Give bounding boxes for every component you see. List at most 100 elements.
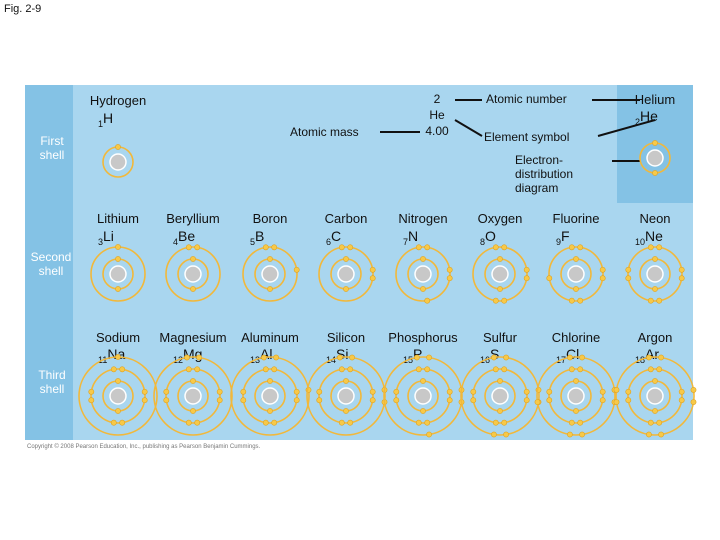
electron	[524, 398, 529, 403]
electron	[89, 389, 94, 394]
element-sulfur-atom-diagram	[461, 355, 541, 437]
nucleus	[262, 266, 278, 282]
electron	[502, 245, 507, 250]
electron	[578, 367, 583, 372]
nucleus	[185, 266, 201, 282]
electron	[425, 367, 430, 372]
electron	[337, 355, 342, 360]
electron	[115, 256, 120, 261]
electron	[600, 276, 605, 281]
nucleus	[647, 150, 663, 166]
electron	[267, 256, 272, 261]
electron	[190, 408, 195, 413]
electron	[646, 432, 651, 437]
electron	[652, 286, 657, 291]
electron	[142, 389, 147, 394]
electron	[317, 389, 322, 394]
electron	[652, 256, 657, 261]
electron	[600, 398, 605, 403]
electron	[573, 408, 578, 413]
electron	[573, 378, 578, 383]
element-phosphorus-atom-diagram	[384, 355, 464, 437]
electron	[184, 355, 189, 360]
nucleus	[568, 388, 584, 404]
electron	[567, 432, 572, 437]
electron	[115, 244, 120, 249]
electron	[272, 245, 277, 250]
electron	[493, 298, 498, 303]
electron	[370, 398, 375, 403]
electron	[648, 367, 653, 372]
electron	[646, 355, 651, 360]
electron	[573, 286, 578, 291]
electron	[547, 389, 552, 394]
electron	[497, 286, 502, 291]
electron	[691, 387, 696, 392]
electron	[115, 354, 120, 359]
electron	[497, 408, 502, 413]
electron	[339, 367, 344, 372]
electron	[648, 420, 653, 425]
electron	[241, 398, 246, 403]
element-hydrogen-atom-diagram	[103, 144, 133, 177]
electron	[580, 355, 585, 360]
electron	[502, 420, 507, 425]
electron	[343, 378, 348, 383]
electron	[573, 256, 578, 261]
nucleus	[568, 266, 584, 282]
element-sodium-atom-diagram	[79, 354, 157, 435]
element-beryllium-atom-diagram	[166, 245, 220, 301]
electron	[420, 256, 425, 261]
element-argon-atom-diagram	[614, 355, 696, 437]
element-boron-atom-diagram	[243, 245, 299, 301]
electron	[502, 298, 507, 303]
electron	[427, 432, 432, 437]
electron	[524, 276, 529, 281]
electron	[263, 245, 268, 250]
nucleus	[110, 154, 126, 170]
electron	[504, 355, 509, 360]
electron	[89, 398, 94, 403]
electron	[294, 389, 299, 394]
electron	[504, 432, 509, 437]
nucleus	[492, 388, 508, 404]
electron	[142, 398, 147, 403]
electron	[420, 286, 425, 291]
electron	[535, 400, 540, 405]
electron	[569, 420, 574, 425]
element-chlorine-atom-diagram	[535, 355, 617, 437]
electron	[420, 408, 425, 413]
electron	[580, 432, 585, 437]
electron	[471, 389, 476, 394]
electron	[267, 286, 272, 291]
electron	[659, 355, 664, 360]
electron	[648, 245, 653, 250]
electron	[578, 245, 583, 250]
electron	[626, 389, 631, 394]
electron	[343, 286, 348, 291]
electron	[657, 420, 662, 425]
electron	[425, 298, 430, 303]
electron	[427, 355, 432, 360]
electron	[317, 398, 322, 403]
electron	[343, 408, 348, 413]
electron	[652, 170, 657, 175]
electron	[491, 355, 496, 360]
electron	[241, 389, 246, 394]
electron	[197, 355, 202, 360]
electron	[626, 276, 631, 281]
electron	[471, 398, 476, 403]
element-nitrogen-atom-diagram	[396, 245, 452, 304]
electron	[652, 378, 657, 383]
electron	[120, 420, 125, 425]
electron	[263, 367, 268, 372]
nucleus	[110, 388, 126, 404]
element-magnesium-atom-diagram	[154, 355, 232, 435]
electron	[120, 367, 125, 372]
electron	[195, 367, 200, 372]
electron	[115, 408, 120, 413]
electron	[447, 389, 452, 394]
nucleus	[415, 266, 431, 282]
electron	[659, 432, 664, 437]
electron	[195, 245, 200, 250]
